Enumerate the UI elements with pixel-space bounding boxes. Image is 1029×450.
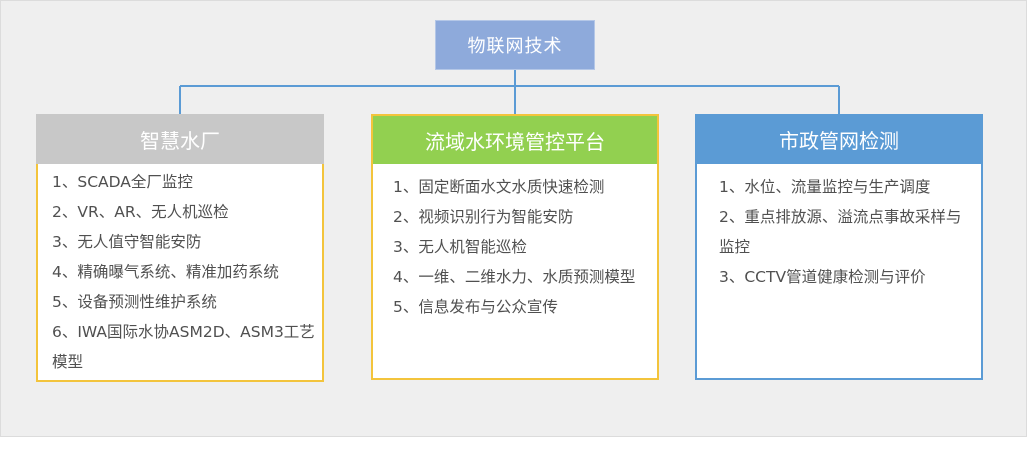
branch-body: 1、固定断面水文水质快速检测 2、视频识别行为智能安防 3、无人机智能巡检 4、… <box>371 164 659 380</box>
list-item: 3、无人机智能巡检 <box>393 238 527 256</box>
list-item: 2、视频识别行为智能安防 <box>393 208 574 226</box>
branch-title: 市政管网检测 <box>779 128 899 153</box>
list-item: 5、信息发布与公众宣传 <box>393 298 558 316</box>
branch-title: 流域水环境管控平台 <box>425 129 605 154</box>
list-item: 6、IWA国际水协ASM2D、ASM3工艺模型 <box>52 323 315 371</box>
branch-header: 市政管网检测 <box>695 114 983 164</box>
list-item: 1、水位、流量监控与生产调度 <box>719 178 931 196</box>
root-node: 物联网技术 <box>435 20 595 70</box>
list-item: 1、SCADA全厂监控 <box>52 173 193 191</box>
branch-header: 智慧水厂 <box>36 114 324 164</box>
list-item: 4、精确曝气系统、精准加药系统 <box>52 263 279 281</box>
branch-body: 1、水位、流量监控与生产调度 2、重点排放源、溢流点事故采样与监控 3、CCTV… <box>695 164 983 380</box>
branch-body: 1、SCADA全厂监控 2、VR、AR、无人机巡检 3、无人值守智能安防 4、精… <box>36 164 324 382</box>
list-item: 3、CCTV管道健康检测与评价 <box>719 268 926 286</box>
branch-header: 流域水环境管控平台 <box>371 114 659 164</box>
list-item: 3、无人值守智能安防 <box>52 233 202 251</box>
list-item: 2、重点排放源、溢流点事故采样与监控 <box>719 208 962 256</box>
branch-smart-water-plant: 智慧水厂 1、SCADA全厂监控 2、VR、AR、无人机巡检 3、无人值守智能安… <box>36 114 324 382</box>
list-item: 1、固定断面水文水质快速检测 <box>393 178 605 196</box>
list-item: 2、VR、AR、无人机巡检 <box>52 203 229 221</box>
branch-municipal-pipe-network: 市政管网检测 1、水位、流量监控与生产调度 2、重点排放源、溢流点事故采样与监控… <box>695 114 983 380</box>
list-item: 4、一维、二维水力、水质预测模型 <box>393 268 636 286</box>
branch-title: 智慧水厂 <box>140 128 220 153</box>
list-item: 5、设备预测性维护系统 <box>52 293 217 311</box>
root-label: 物联网技术 <box>467 36 563 57</box>
branch-watershed-platform: 流域水环境管控平台 1、固定断面水文水质快速检测 2、视频识别行为智能安防 3、… <box>371 114 659 380</box>
